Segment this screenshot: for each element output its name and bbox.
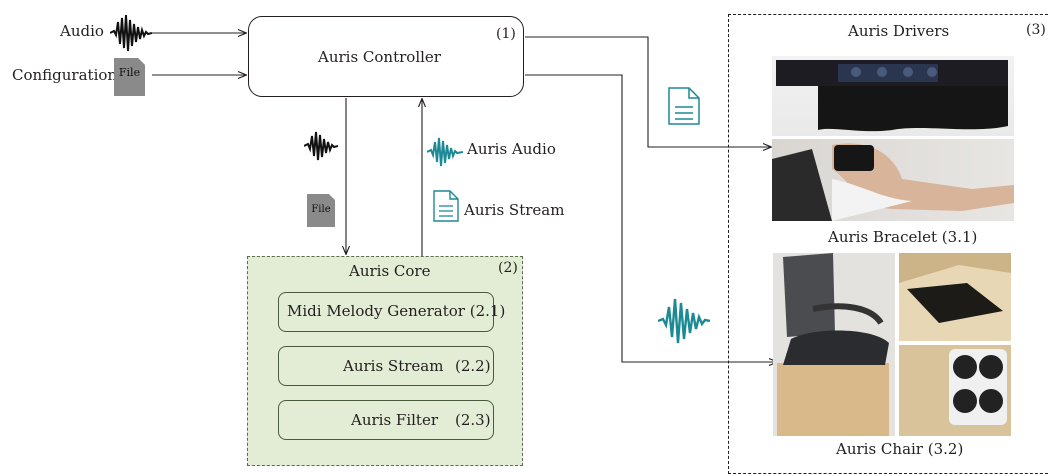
drivers-title: Auris Drivers bbox=[848, 22, 950, 40]
auris-filter-module: Auris Filter (2.3) bbox=[278, 400, 494, 440]
waveform-icon bbox=[427, 137, 463, 167]
midi-melody-generator-module: Midi Melody Generator (2.1) bbox=[278, 292, 505, 332]
document-icon bbox=[433, 190, 459, 222]
connector-arrows bbox=[152, 0, 1049, 464]
file-icon: File bbox=[307, 194, 335, 227]
file-icon: File bbox=[114, 58, 145, 96]
waveform-icon bbox=[110, 14, 152, 52]
controller-title: Auris Controller bbox=[318, 48, 441, 66]
configuration-input-label: Configuration bbox=[12, 66, 118, 84]
core-title: Auris Core bbox=[349, 262, 431, 280]
core-number: (2) bbox=[498, 260, 518, 276]
auris-stream-module: Auris Stream (2.2) bbox=[278, 346, 494, 386]
chair-photo bbox=[773, 253, 895, 436]
auris-stream-label: Auris Stream bbox=[464, 201, 565, 219]
waveform-icon bbox=[304, 131, 338, 161]
chair-speakers-photo bbox=[899, 345, 1011, 436]
document-icon bbox=[668, 87, 700, 125]
audio-input-label: Audio bbox=[60, 22, 104, 40]
waveform-icon bbox=[658, 298, 710, 344]
auris-controller-box bbox=[248, 16, 524, 97]
bracelet-caption: Auris Bracelet (3.1) bbox=[828, 228, 978, 246]
controller-number: (1) bbox=[496, 26, 516, 42]
auris-audio-label: Auris Audio bbox=[467, 140, 556, 158]
bracelet-photo bbox=[772, 56, 1014, 136]
chair-box-open-photo bbox=[899, 253, 1011, 341]
chair-caption: Auris Chair (3.2) bbox=[836, 440, 964, 458]
bracelet-worn-photo bbox=[772, 139, 1014, 221]
drivers-number: (3) bbox=[1026, 22, 1046, 38]
